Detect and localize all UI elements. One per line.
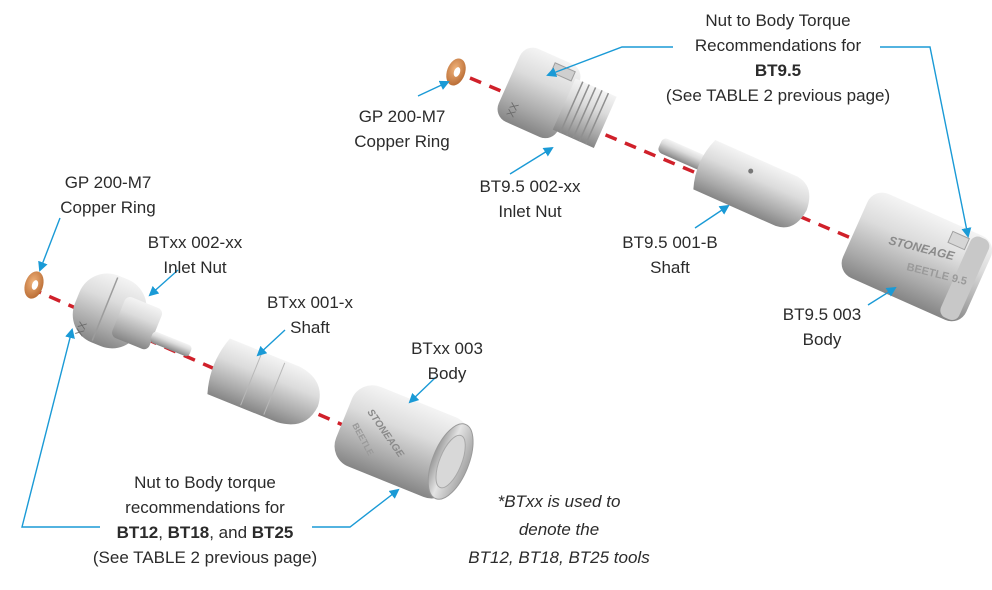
leader-lower-copper-ring — [38, 217, 61, 272]
upper-torque-line2: Recommendations for — [694, 36, 862, 55]
upper-body-label: BT9.5 003 Body — [772, 302, 872, 352]
upper-copper-ring-name: Copper Ring — [354, 132, 450, 151]
lower-inlet-nut-name: Inlet Nut — [163, 258, 227, 277]
footnote-line2: denote the — [518, 520, 600, 539]
upper-body-part: BT9.5 003 — [782, 305, 862, 324]
upper-inlet-nut-part: BT9.5 002-xx — [479, 177, 581, 196]
upper-body-name: Body — [802, 330, 842, 349]
lower-shaft-label: BTxx 001-x Shaft — [250, 290, 370, 340]
lower-copper-ring-part: GP 200-M7 — [64, 173, 152, 192]
lower-torque-line1: Nut to Body torque — [134, 473, 276, 492]
lower-torque-sep-1: , — [158, 523, 168, 542]
lower-body-label: BTxx 003 Body — [393, 336, 501, 386]
upper-shaft-label: BT9.5 001-B Shaft — [600, 230, 740, 280]
leader-lower-torque-to-nut — [21, 328, 100, 528]
upper-inlet-nut-marking: XX — [505, 100, 522, 119]
footnote-line1: *BTxx is used to — [497, 492, 621, 511]
leader-upper-body — [867, 286, 897, 306]
leader-upper-shaft — [694, 204, 730, 229]
leader-upper-torque-to-body — [880, 46, 972, 238]
lower-inlet-nut-marking: XX — [74, 320, 91, 339]
lower-torque-model-2: BT18 — [167, 523, 210, 542]
leader-lower-body — [408, 376, 437, 404]
lower-inlet-nut — [72, 273, 192, 357]
lower-shaft-part: BTxx 001-x — [267, 293, 353, 312]
lower-shaft-name: Shaft — [290, 318, 330, 337]
upper-shaft-part: BT9.5 001-B — [622, 233, 718, 252]
lower-torque-model-3: BT25 — [251, 523, 294, 542]
leader-upper-torque-to-nut — [546, 46, 673, 77]
lower-body-name: Body — [427, 364, 467, 383]
upper-torque-note: Nut to Body Torque Recommendations for B… — [640, 8, 916, 108]
upper-inlet-nut-name: Inlet Nut — [498, 202, 562, 221]
leader-lines — [21, 46, 972, 528]
lower-copper-ring-name: Copper Ring — [60, 198, 156, 217]
leader-lower-shaft — [256, 329, 286, 357]
upper-copper-ring-label: GP 200-M7 Copper Ring — [336, 104, 468, 154]
upper-inlet-nut-label: BT9.5 002-xx Inlet Nut — [455, 174, 605, 224]
leader-upper-inlet-nut — [509, 146, 554, 175]
lower-torque-table-ref: (See TABLE 2 previous page) — [92, 548, 318, 567]
footnote: *BTxx is used to denote the BT12, BT18, … — [440, 488, 678, 572]
lower-copper-ring-label: GP 200-M7 Copper Ring — [40, 170, 176, 220]
lower-shaft — [207, 338, 320, 425]
upper-inlet-nut — [497, 47, 617, 148]
upper-torque-table-ref: (See TABLE 2 previous page) — [665, 86, 891, 105]
upper-copper-ring-part: GP 200-M7 — [358, 107, 446, 126]
lower-inlet-nut-part: BTxx 002-xx — [147, 233, 243, 252]
lower-torque-model-1: BT12 — [116, 523, 159, 542]
lower-inlet-nut-label: BTxx 002-xx Inlet Nut — [130, 230, 260, 280]
lower-torque-line2: recommendations for — [125, 498, 285, 517]
footnote-line3: BT12, BT18, BT25 tools — [468, 548, 650, 567]
upper-body — [841, 192, 992, 322]
upper-copper-ring — [446, 58, 466, 86]
leader-upper-copper-ring — [417, 80, 450, 97]
lower-torque-sep-2: , and — [209, 523, 252, 542]
upper-shaft-name: Shaft — [650, 258, 690, 277]
upper-shaft — [658, 138, 810, 228]
lower-copper-ring — [24, 271, 44, 299]
lower-torque-note: Nut to Body torque recommendations for B… — [70, 470, 340, 570]
upper-torque-line1: Nut to Body Torque — [705, 11, 851, 30]
upper-torque-model: BT9.5 — [754, 61, 802, 80]
lower-body-part: BTxx 003 — [411, 339, 483, 358]
leader-lower-inlet-nut — [148, 269, 179, 297]
lower-body — [334, 385, 474, 500]
leader-lower-torque-to-body — [312, 488, 400, 528]
